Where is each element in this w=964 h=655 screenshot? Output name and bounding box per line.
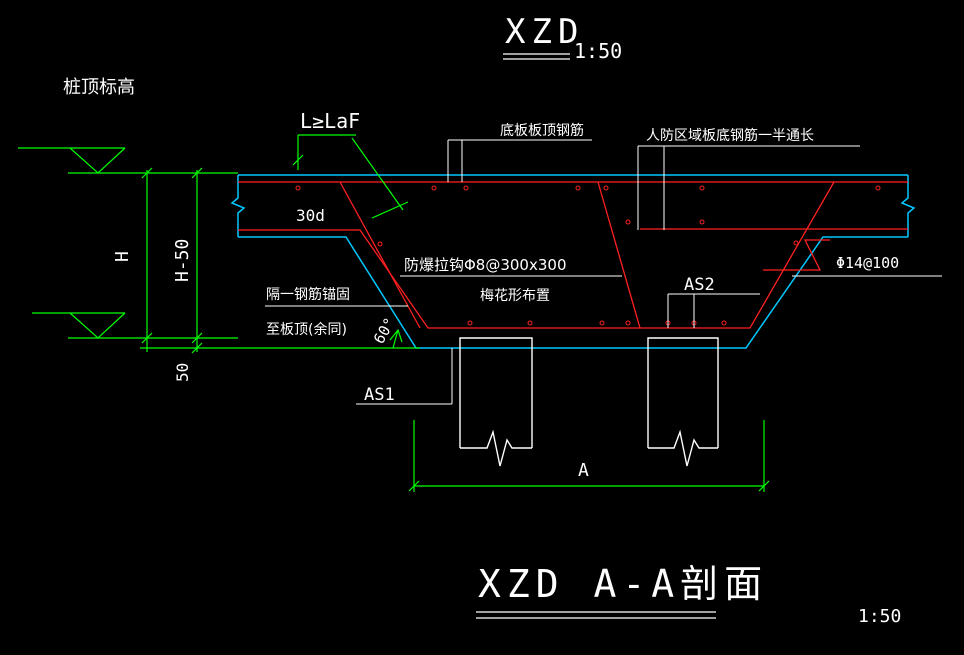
concrete-outline	[230, 174, 916, 349]
dim-50-label: 50	[173, 363, 192, 382]
pile-top-elevation-label: 桩顶标高	[63, 77, 135, 98]
anchor-length-label: L≥LaF	[300, 109, 360, 133]
dim-a-label: A	[578, 460, 589, 481]
alternate-anchor-label: 隔一钢筋锚固	[266, 286, 350, 303]
leader-lines	[265, 139, 942, 405]
rebar-lines	[238, 181, 908, 329]
plum-layout-label: 梅花形布置	[480, 288, 550, 304]
piles	[459, 337, 719, 467]
to-slab-top-label: 至板顶(余同)	[266, 321, 347, 338]
title-top: XZD	[505, 12, 584, 52]
title-bottom: XZD A-A剖面	[478, 562, 768, 606]
rebar-dots	[295, 185, 881, 326]
scale-bottom: 1:50	[858, 606, 901, 627]
as2-label: AS2	[684, 275, 715, 295]
anchor-30d-label: 30d	[296, 206, 325, 225]
rebar-spec-label: Φ14@100	[836, 254, 899, 272]
slab-top-rebar-label: 底板板顶钢筋	[500, 122, 584, 139]
dim-h50-label: H-50	[172, 239, 193, 282]
civil-defense-rebar-label: 人防区域板底钢筋一半通长	[646, 127, 814, 144]
as1-label: AS1	[364, 385, 395, 405]
blast-tie-label: 防爆拉钩Φ8@300x300	[404, 256, 567, 274]
scale-top: 1:50	[574, 39, 622, 63]
dimension-lines	[18, 134, 770, 492]
dim-h-label: H	[112, 251, 133, 262]
